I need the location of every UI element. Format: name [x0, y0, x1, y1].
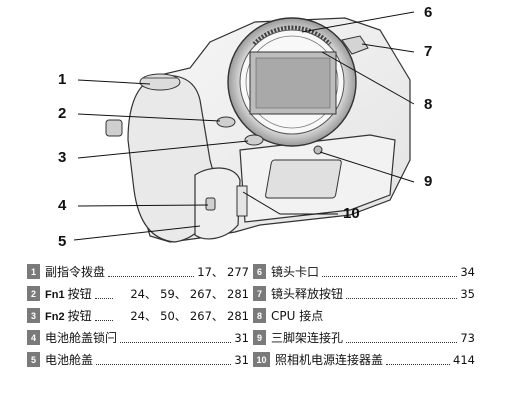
dot-leader: [346, 289, 458, 299]
legend-pages: 17、 277: [197, 264, 249, 279]
legend-number: 6: [253, 264, 266, 279]
legend-number: 1: [27, 264, 40, 279]
legend-number: 10: [253, 352, 270, 367]
tripod-socket: [265, 145, 342, 199]
legend-number: 4: [27, 330, 40, 345]
legend-label: 镜头卡口: [271, 265, 320, 279]
legend-pages: 31: [234, 352, 249, 367]
leader-lines: [73, 11, 415, 241]
legend-number: 7: [253, 286, 266, 301]
legend-pages: 24、 50、 267、 281: [130, 308, 249, 323]
legend-label: 电池舱盖锁闩: [45, 331, 118, 345]
dot-leader: [94, 311, 113, 321]
legend-label: 照相机电源连接器盖: [275, 353, 384, 367]
callout-8: 8: [424, 96, 433, 113]
fn-key-label: Fn1: [45, 289, 65, 301]
dot-leader: [96, 355, 232, 365]
legend-label: 电池舱盖: [45, 353, 94, 367]
callout-5: 5: [58, 233, 67, 250]
legend-item: 10 照相机电源连接器盖 414: [253, 350, 475, 369]
legend-label: 按钮: [67, 287, 92, 301]
callout-1: 1: [58, 71, 67, 88]
callout-7: 7: [424, 43, 433, 60]
dot-leader: [322, 267, 458, 277]
legend-item: 7 镜头释放按钮 35: [253, 284, 475, 303]
legend-label: 副指令拨盘: [45, 265, 106, 279]
dot-leader: [386, 355, 451, 365]
callout-6: 6: [424, 4, 433, 21]
legend-pages: 414: [453, 352, 475, 367]
legend-number: 8: [253, 308, 266, 323]
strap-lug: [105, 119, 123, 137]
legend-pages: 35: [460, 286, 475, 301]
legend-number: 2: [27, 286, 40, 301]
legend-pages: 73: [460, 330, 475, 345]
legend-pages: 24、 59、 267、 281: [130, 286, 249, 301]
legend-item: 8 CPU 接点: [253, 306, 475, 325]
legend-label: 三脚架连接孔: [271, 331, 344, 345]
legend-item: 9 三脚架连接孔 73: [253, 328, 475, 347]
sub-command-dial: [139, 73, 181, 91]
legend-pages: 31: [234, 330, 249, 345]
callout-4: 4: [58, 197, 67, 214]
dot-leader: [94, 289, 113, 299]
legend-label: 按钮: [67, 309, 92, 323]
callout-3: 3: [58, 149, 67, 166]
legend-number: 5: [27, 352, 40, 367]
camera-illustration: [73, 11, 415, 243]
dot-leader: [346, 333, 458, 343]
dot-leader: [108, 267, 195, 277]
battery-latch: [205, 197, 216, 211]
lens-release-button: [341, 35, 369, 55]
legend-label: CPU 接点: [271, 309, 324, 323]
dot-leader: [120, 333, 232, 343]
callout-9: 9: [424, 173, 433, 190]
power-connector-cover: [236, 185, 248, 217]
legend-number: 3: [27, 308, 40, 323]
legend-item: 6 镜头卡口 34: [253, 262, 475, 281]
lens-mount: [227, 17, 357, 147]
legend-number: 9: [253, 330, 266, 345]
legend-item: 4 电池舱盖锁闩 31: [27, 328, 249, 347]
legend-item: 5 电池舱盖 31: [27, 350, 249, 369]
fn-key-label: Fn2: [45, 311, 65, 323]
fn-buttons: [216, 116, 264, 146]
callout-2: 2: [58, 105, 67, 122]
callout-10: 10: [343, 205, 360, 222]
legend-label: 镜头释放按钮: [271, 287, 344, 301]
legend-pages: 34: [460, 264, 475, 279]
legend-item: 1 副指令拨盘 17、 277: [27, 262, 249, 281]
